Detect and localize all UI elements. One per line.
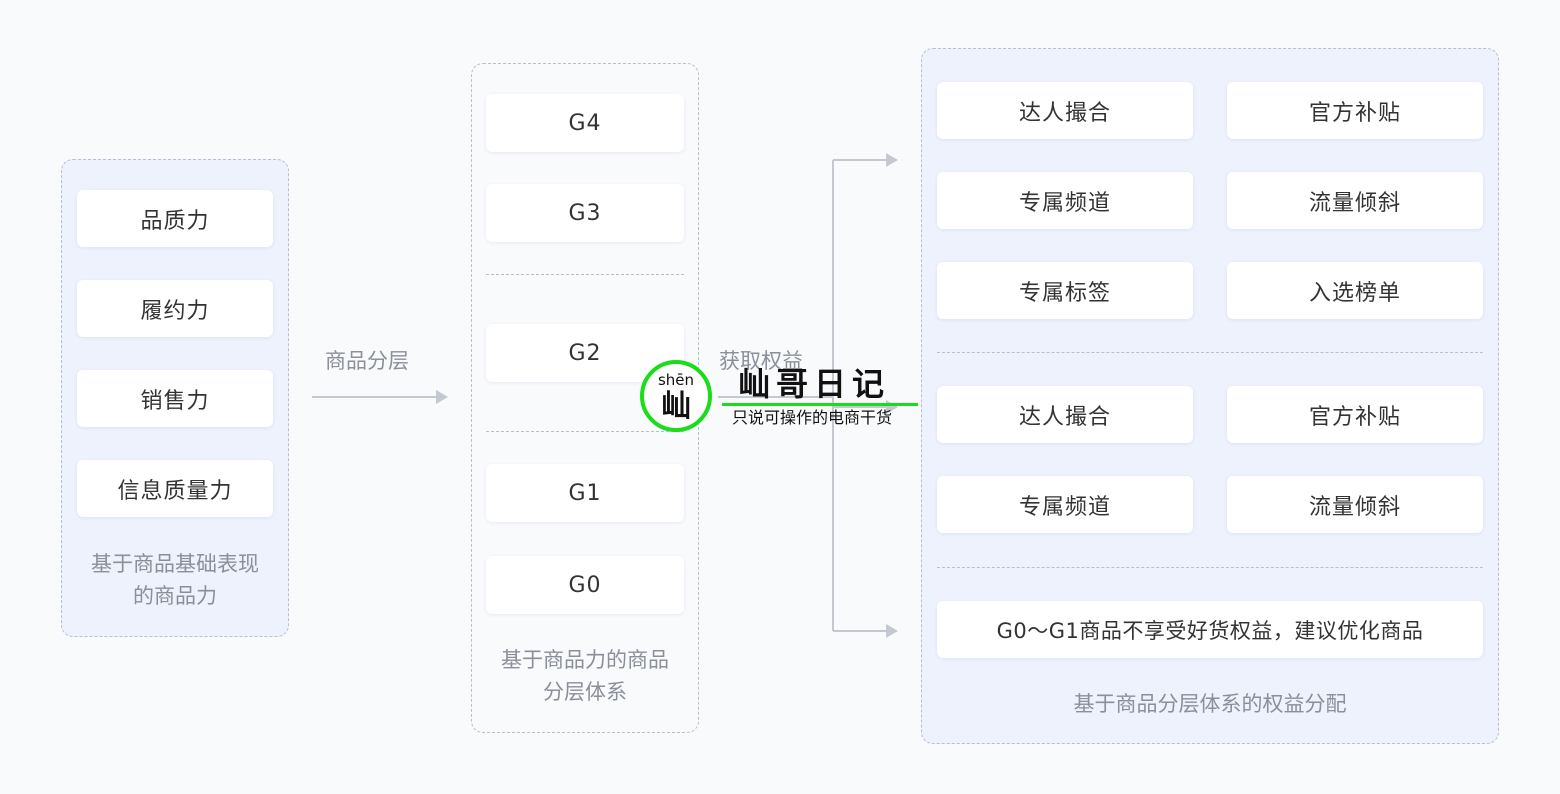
watermark-char: 屾	[661, 389, 691, 424]
benefit-card-exclusive-channel: 专属频道	[937, 172, 1193, 229]
card-quality: 品质力	[77, 190, 273, 247]
arrow-benefits-branch	[718, 153, 898, 638]
middle-caption-line2: 分层体系	[543, 680, 627, 704]
right-caption: 基于商品分层体系的权益分配	[1073, 692, 1347, 716]
arrow-label-tiering: 商品分层	[325, 349, 409, 373]
arrow-label-benefits: 获取权益	[719, 349, 803, 373]
watermark-subtitle: 只说可操作的电商干货	[732, 408, 893, 427]
benefit-card-exclusive-tag: 专属标签	[937, 262, 1193, 319]
tier-card-g0: G0	[486, 556, 684, 614]
benefit-card-traffic-boost-2: 流量倾斜	[1227, 476, 1483, 533]
watermark-title: 屾哥日记	[738, 365, 891, 403]
tier-card-g3: G3	[486, 184, 684, 242]
benefit-card-exclusive-channel-2: 专属频道	[937, 476, 1193, 533]
tier-card-g1: G1	[486, 464, 684, 522]
tier-divider-2	[486, 431, 684, 432]
arrow-tiering	[312, 390, 448, 404]
benefit-card-official-subsidy-2: 官方补贴	[1227, 386, 1483, 443]
tier-divider-1	[486, 274, 684, 275]
left-caption-line2: 的商品力	[133, 584, 217, 608]
benefit-divider-1	[937, 352, 1483, 353]
left-caption-line1: 基于商品基础表现	[91, 552, 259, 576]
card-sales: 销售力	[77, 370, 273, 427]
watermark-pinyin: shēn	[657, 371, 695, 389]
benefit-card-talent-matching-2: 达人撮合	[937, 386, 1193, 443]
middle-caption-line1: 基于商品力的商品	[501, 648, 669, 672]
benefit-card-ranking-list: 入选榜单	[1227, 262, 1483, 319]
watermark-logo-icon: shēn 屾	[640, 360, 712, 432]
benefit-card-no-benefits-note: G0～G1商品不享受好货权益，建议优化商品	[937, 601, 1483, 658]
left-caption: 基于商品基础表现 的商品力	[61, 548, 289, 612]
card-info-quality: 信息质量力	[77, 460, 273, 517]
benefit-divider-2	[937, 567, 1483, 568]
watermark-underline	[722, 403, 918, 406]
card-fulfillment: 履约力	[77, 280, 273, 337]
benefit-card-talent-matching: 达人撮合	[937, 82, 1193, 139]
middle-caption: 基于商品力的商品 分层体系	[471, 644, 699, 708]
benefit-card-official-subsidy: 官方补贴	[1227, 82, 1483, 139]
benefit-card-traffic-boost: 流量倾斜	[1227, 172, 1483, 229]
tier-card-g4: G4	[486, 94, 684, 152]
